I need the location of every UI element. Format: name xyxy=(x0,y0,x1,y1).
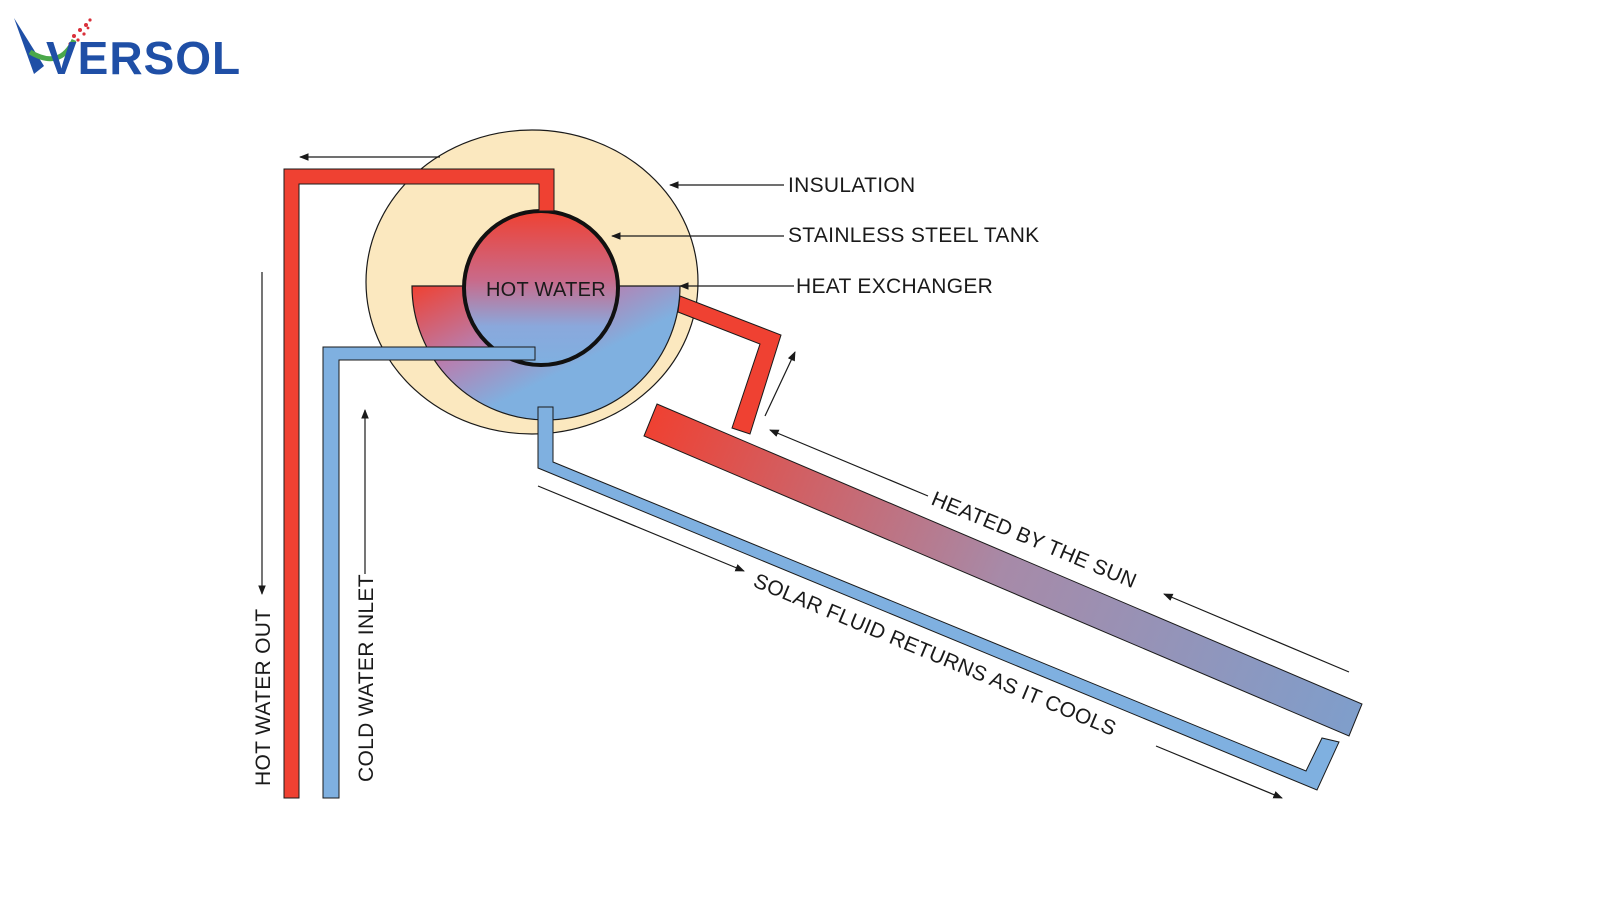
label-hot-water: HOT WATER xyxy=(486,279,606,301)
cold-water-inlet-pipe xyxy=(322,346,536,799)
label-hot-water-out: HOT WATER OUT xyxy=(252,609,275,786)
label-insulation: INSULATION xyxy=(788,174,915,197)
logo-swoosh-icon xyxy=(14,18,44,74)
hot-water-out-pipe xyxy=(283,168,555,799)
arrow-riser-up-icon xyxy=(764,351,796,417)
arrow-sun-upper-icon xyxy=(769,429,929,497)
label-heat-exchanger: HEAT EXCHANGER xyxy=(796,275,993,298)
solar-return-pipe xyxy=(537,406,1340,791)
logo-dots-icon xyxy=(68,18,92,46)
arrow-return-upper-icon xyxy=(537,485,745,572)
versol-logo: VERSOL xyxy=(14,18,241,84)
logo-wordmark: VERSOL xyxy=(46,32,241,84)
arrow-sun-lower-icon xyxy=(1163,593,1350,673)
arrow-return-lower-icon xyxy=(1155,745,1283,799)
solar-hot-riser-pipe xyxy=(677,295,782,435)
label-stainless-steel-tank: STAINLESS STEEL TANK xyxy=(788,224,1039,247)
flow-arrows xyxy=(258,153,1350,799)
solar-collector-panel xyxy=(643,403,1363,737)
label-cold-water-inlet: COLD WATER INLET xyxy=(355,574,378,782)
leader-lines xyxy=(611,181,794,290)
